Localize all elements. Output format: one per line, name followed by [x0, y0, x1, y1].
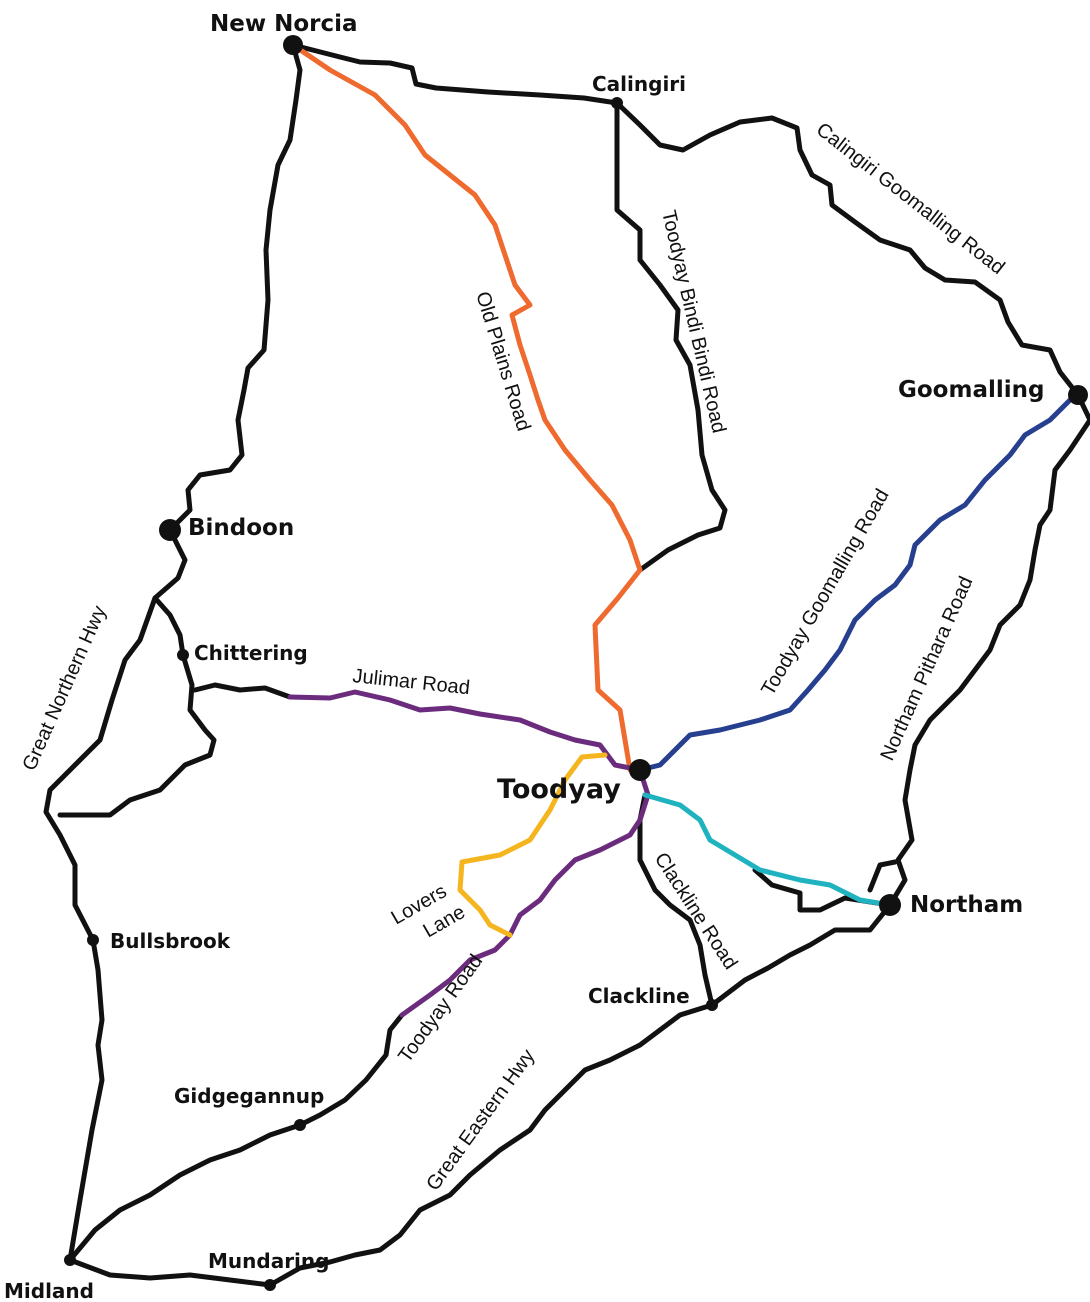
road-new-norcia-calingiri: [290, 42, 620, 106]
road-chittering-julimar: [192, 682, 293, 700]
marker-chittering: [177, 649, 189, 661]
label-midland: Midland: [4, 1279, 94, 1302]
route-toodyay-northam: [642, 792, 893, 908]
route-lovers-lane: [457, 752, 608, 938]
label-great-eastern-hwy: Great Eastern Hwy: [422, 1045, 539, 1195]
route-toodyay-road-upper: [399, 767, 651, 1018]
marker-toodyay: [629, 759, 651, 781]
route-julimar-road: [287, 689, 643, 773]
label-calingiri-goomalling-road: Calingiri Goomalling Road: [812, 119, 1009, 279]
label-gidgegannup: Gidgegannup: [174, 1084, 324, 1108]
label-northam: Northam: [910, 892, 1023, 918]
label-toodyay: Toodyay: [497, 774, 621, 805]
marker-midland: [64, 1254, 76, 1266]
label-bindoon: Bindoon: [188, 515, 294, 541]
label-bullsbrook: Bullsbrook: [110, 929, 231, 953]
road-great-northern-hwy: [43, 595, 158, 1263]
label-clackline-road: Clackline Road: [650, 849, 742, 974]
marker-clackline: [706, 999, 718, 1011]
marker-calingiri: [611, 97, 623, 109]
marker-gidgegannup: [294, 1119, 306, 1131]
road-calingiri-goomalling: [614, 100, 1081, 398]
route-old-plains-road: [290, 42, 643, 773]
marker-mundaring: [264, 1279, 276, 1291]
label-calingiri: Calingiri: [592, 72, 686, 96]
label-clackline: Clackline: [588, 984, 690, 1008]
town-markers: [64, 35, 1088, 1291]
label-mundaring: Mundaring: [208, 1249, 329, 1273]
label-new-norcia: New Norcia: [210, 11, 358, 37]
road-chittering-loop: [57, 652, 217, 818]
label-toodyay-bindi-bindi-road: Toodyay Bindi Bindi Road: [657, 208, 730, 435]
marker-northam: [879, 894, 901, 916]
road-northam-loop-2: [867, 859, 898, 893]
label-northam-pithara-road: Northam Pithara Road: [876, 573, 977, 764]
marker-bullsbrook: [87, 934, 99, 946]
road-toodyay-bindi-bindi: [614, 100, 728, 573]
road-northam-loop: [752, 867, 893, 913]
label-great-northern-hwy: Great Northern Hwy: [18, 603, 110, 774]
marker-goomalling: [1068, 385, 1088, 405]
marker-bindoon: [159, 519, 181, 541]
road-new-norcia-bindoon: [167, 42, 303, 533]
road-bindoon-chittering: [152, 527, 188, 658]
road-northam-pithara: [887, 392, 1090, 908]
road-toodyay-road-lower: [67, 1012, 405, 1263]
label-chittering: Chittering: [194, 641, 308, 665]
base-road-network: [43, 42, 1090, 1288]
marker-new-norcia: [283, 35, 303, 55]
route-toodyay-goomalling-road: [637, 392, 1081, 773]
label-goomalling: Goomalling: [898, 377, 1044, 403]
road-clackline: [637, 792, 715, 1008]
